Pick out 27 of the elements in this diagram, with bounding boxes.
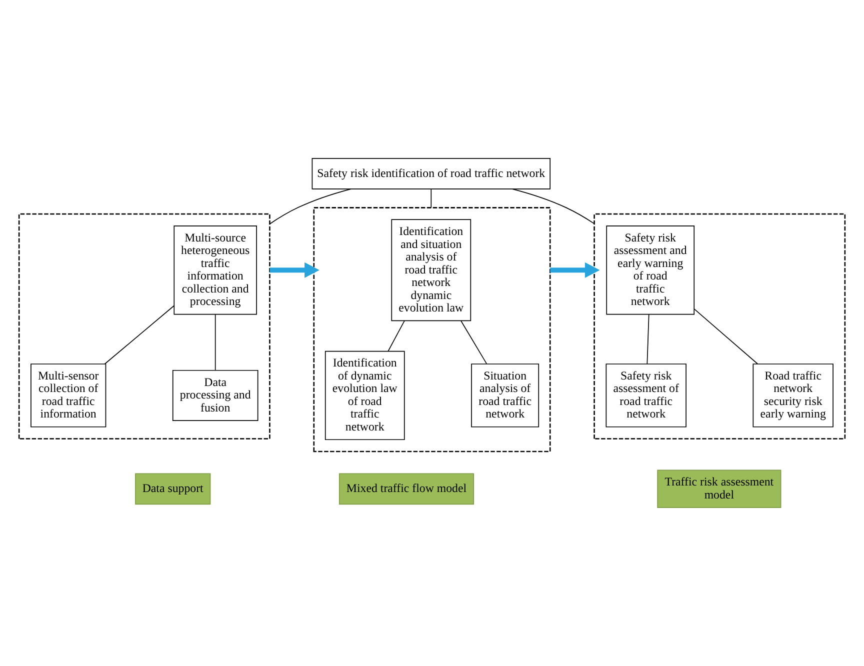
connector: [104, 305, 174, 364]
node-box: Multi-source heterogeneous traffic information collection and processing: [174, 226, 257, 315]
cluster: [18, 213, 270, 440]
node-box: Road traffic network security risk early warning: [752, 364, 834, 428]
connector: [214, 314, 216, 370]
node-box: Multi-sensor collection of road traffic information: [30, 364, 106, 428]
node-box: Traffic risk assessment model: [657, 470, 782, 508]
connector: [512, 188, 595, 224]
node-box: Data processing and fusion: [172, 370, 258, 421]
node-box: Data support: [135, 473, 211, 505]
node-box: Safety risk identification of road traffic network: [312, 158, 551, 190]
cluster: [313, 207, 551, 452]
arrow: [270, 262, 320, 278]
arrow: [550, 262, 600, 278]
node-box: Identification of dynamic evolution law of road traffic network: [324, 350, 405, 440]
connector: [388, 320, 405, 352]
node-box: Situation analysis of road traffic network: [471, 364, 540, 428]
connector: [646, 314, 650, 364]
cluster: [594, 213, 846, 440]
connector: [460, 320, 488, 364]
connector: [430, 188, 432, 208]
node-box: Mixed traffic flow model: [338, 473, 474, 505]
node-box: Safety risk assessment of road traffic network: [606, 364, 686, 428]
node-box: Identification and situation analysis of road traffic network dynamic evolution law: [391, 219, 472, 322]
connector: [269, 188, 352, 224]
connector: [694, 308, 758, 364]
node-box: Safety risk assessment and early warning of road traffic network: [606, 226, 695, 315]
